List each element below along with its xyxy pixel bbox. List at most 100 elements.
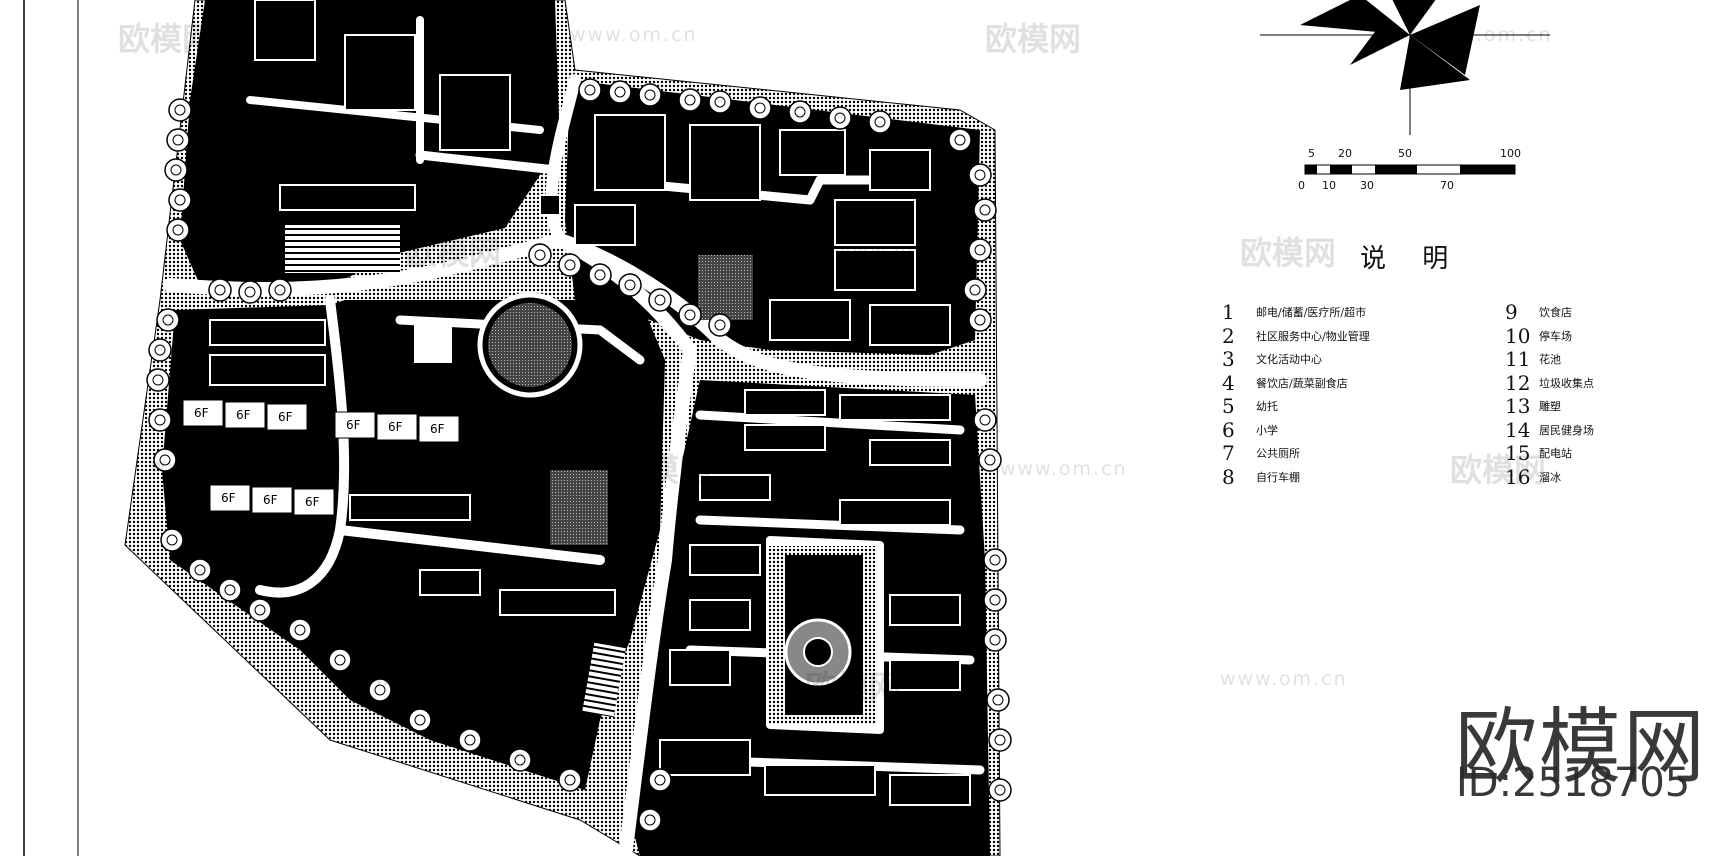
legend-item-text: 雕塑 <box>1539 400 1561 413</box>
tree <box>166 218 190 242</box>
building <box>659 739 751 776</box>
watermark-brand: 欧模网 <box>985 20 1082 58</box>
building <box>889 774 971 806</box>
tree <box>648 288 672 312</box>
tree <box>328 648 352 672</box>
building <box>499 589 616 616</box>
legend-item-number: 16 <box>1505 464 1531 489</box>
building <box>839 394 951 421</box>
parking-areas <box>285 225 626 718</box>
rowhouse-block <box>251 486 293 514</box>
tree <box>588 263 612 287</box>
tree <box>828 106 852 130</box>
tree-core <box>152 374 164 386</box>
legend-item-number: 4 <box>1222 370 1235 395</box>
tree-core <box>989 634 1001 646</box>
tree-core <box>714 319 726 331</box>
building <box>439 74 511 151</box>
tree <box>708 313 732 337</box>
tree <box>788 100 812 124</box>
tree-core <box>989 554 1001 566</box>
tree-core <box>594 269 606 281</box>
tree <box>153 448 177 472</box>
tree <box>160 528 184 552</box>
watermark-url: www.om.cn <box>835 240 963 262</box>
rowhouse-block <box>182 399 224 427</box>
legend-item-text: 饮食店 <box>1539 306 1572 319</box>
legend-title: 说 明 <box>1360 244 1463 274</box>
building <box>254 0 316 61</box>
tree <box>978 448 1002 472</box>
legend-item-number: 1 <box>1222 300 1235 324</box>
watermark-url: www.om.cn <box>1000 458 1128 480</box>
building <box>539 194 561 216</box>
building <box>869 304 951 346</box>
building <box>344 34 416 111</box>
tree-core <box>172 134 184 146</box>
legend-item-number: 6 <box>1222 417 1235 442</box>
tree-core <box>172 224 184 236</box>
building <box>764 764 876 796</box>
tree-core <box>834 112 846 124</box>
tree-core <box>992 694 1004 706</box>
tree-core <box>974 244 986 256</box>
tree-core <box>984 454 996 466</box>
tree-core <box>374 684 386 696</box>
rowhouse-block <box>376 413 418 441</box>
tree <box>948 128 972 152</box>
floor-label: 6F <box>194 406 209 420</box>
legend-item-number: 11 <box>1505 347 1531 371</box>
watermark-url: www.om.cn <box>150 455 278 477</box>
tree-core <box>644 89 656 101</box>
tree <box>678 303 702 327</box>
tree <box>868 110 892 134</box>
rowhouse-block <box>293 488 335 516</box>
tree <box>168 188 192 212</box>
tree-core <box>334 654 346 666</box>
tree <box>168 98 192 122</box>
tree-core <box>754 102 766 114</box>
tree <box>218 578 242 602</box>
tree <box>148 338 172 362</box>
building <box>669 649 731 686</box>
floor-label: 6F <box>221 491 236 505</box>
tree-core <box>974 169 986 181</box>
scale-label: 10 <box>1322 179 1336 192</box>
rowhouse-block <box>209 484 251 512</box>
tree-core <box>170 164 182 176</box>
tree-core <box>684 309 696 321</box>
tree <box>558 768 582 792</box>
tree <box>638 808 662 832</box>
tree-core <box>514 754 526 766</box>
tree <box>288 618 312 642</box>
legend-item-text: 公共厕所 <box>1256 447 1300 460</box>
watermark-brand: 欧模网 <box>405 234 502 272</box>
legend-item-text: 花池 <box>1539 353 1561 366</box>
tree-core <box>654 294 666 306</box>
tree <box>968 308 992 332</box>
legend-item-number: 15 <box>1505 441 1531 465</box>
watermark-url: www.om.cn <box>1425 24 1553 46</box>
tree-core <box>979 204 991 216</box>
legend-item-text: 幼托 <box>1256 400 1278 413</box>
tree <box>968 163 992 187</box>
tree-core <box>979 414 991 426</box>
tree <box>708 90 732 114</box>
tree-core <box>166 534 178 546</box>
building <box>594 114 666 191</box>
building <box>834 249 916 291</box>
tree-core <box>294 624 306 636</box>
scale-label: 70 <box>1440 179 1454 192</box>
tree-core <box>534 249 546 261</box>
tree <box>678 88 702 112</box>
tree-core <box>194 564 206 576</box>
central-plaza <box>414 255 753 545</box>
floor-label: 6F <box>430 422 445 436</box>
tree <box>208 278 232 302</box>
building <box>689 124 761 201</box>
tree <box>528 243 552 267</box>
building <box>349 494 471 521</box>
